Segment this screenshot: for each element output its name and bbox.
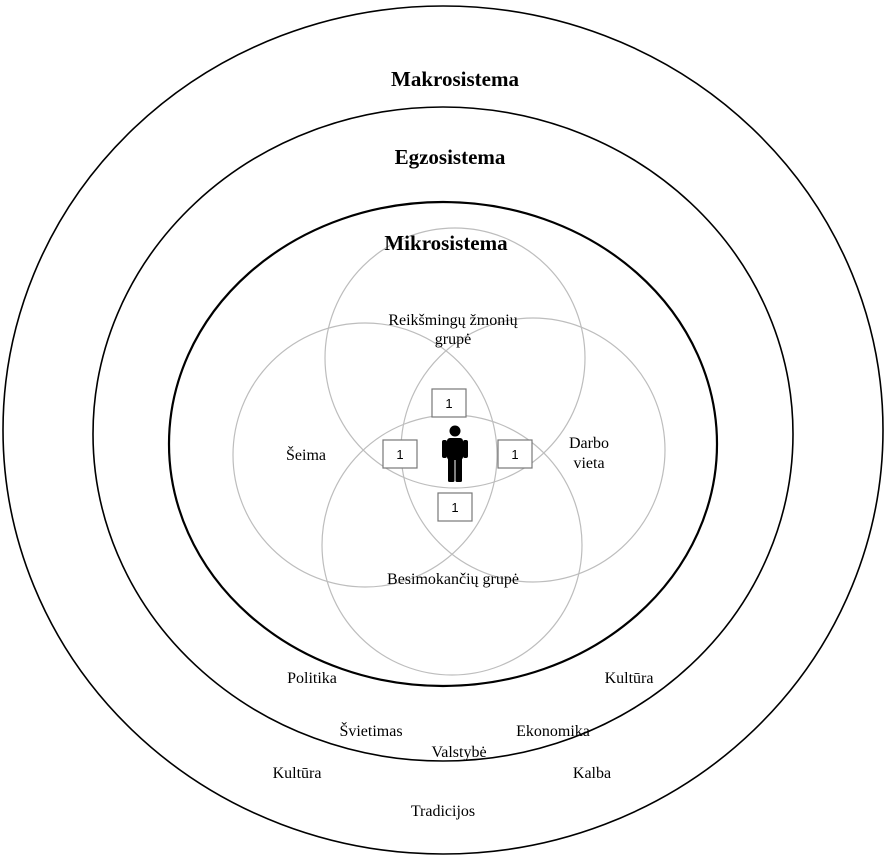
svg-text:1: 1 bbox=[451, 500, 458, 515]
venn-circle-right bbox=[400, 317, 666, 583]
venn-circle-top bbox=[324, 227, 586, 489]
group-label-workplace-line2: vieta bbox=[573, 455, 604, 472]
group-label-family: Šeima bbox=[286, 445, 326, 464]
macro-item-kalba: Kalba bbox=[573, 765, 611, 782]
badge-top: 1 bbox=[431, 388, 467, 418]
badge-bottom: 1 bbox=[437, 492, 473, 522]
exo-item-ekonomika: Ekonomika bbox=[516, 723, 590, 740]
group-label-significant-people-line1: Reikšmingų žmonių bbox=[388, 312, 518, 329]
exosystem-ring bbox=[92, 106, 794, 762]
macro-item-tradicijos: Tradicijos bbox=[411, 803, 475, 820]
svg-text:1: 1 bbox=[511, 447, 518, 462]
microsystem-ring bbox=[167, 200, 719, 688]
exo-item-politika: Politika bbox=[287, 670, 337, 687]
svg-text:1: 1 bbox=[396, 447, 403, 462]
macrosystem-title: Makrosistema bbox=[391, 67, 519, 91]
group-label-significant-people-line2: grupė bbox=[435, 331, 471, 348]
microsystem-title: Mikrosistema bbox=[384, 231, 508, 255]
group-label-workplace-line1: Darbo bbox=[569, 435, 609, 452]
venn-circle-left bbox=[232, 322, 498, 588]
badge-left: 1 bbox=[382, 439, 418, 469]
exo-item-svietimas: Švietimas bbox=[339, 721, 402, 740]
exo-item-kultura: Kultūra bbox=[605, 670, 654, 687]
macro-item-kultura: Kultūra bbox=[273, 765, 322, 782]
svg-text:1: 1 bbox=[445, 396, 452, 411]
badge-right: 1 bbox=[497, 439, 533, 469]
person-icon bbox=[442, 425, 468, 482]
exosystem-title: Egzosistema bbox=[395, 145, 506, 169]
exo-item-valstybe: Valstybė bbox=[431, 744, 486, 761]
group-label-learners: Besimokančių grupė bbox=[387, 571, 519, 588]
macrosystem-ring bbox=[2, 5, 884, 855]
